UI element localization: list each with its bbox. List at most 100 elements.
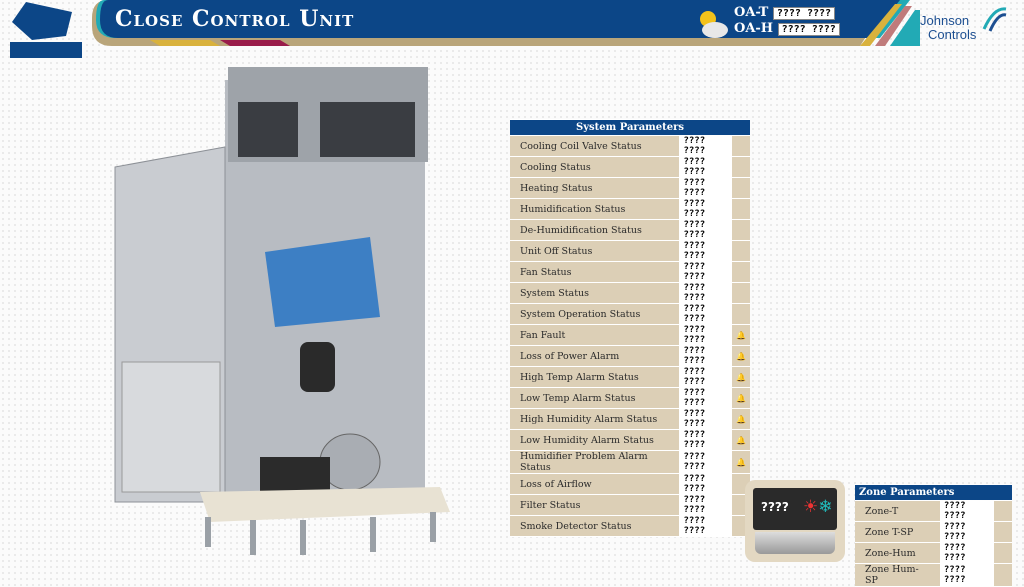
- param-value: ???? ????: [677, 220, 732, 240]
- table-row: Cooling Status???? ????: [510, 157, 750, 177]
- alarm-bell-icon: 🔔: [732, 346, 750, 366]
- oa-t-value: ???? ????: [772, 7, 836, 20]
- param-label: De-Humidification Status: [510, 220, 678, 240]
- table-row: High Temp Alarm Status???? ????🔔: [510, 367, 750, 387]
- table-row: Loss of Airflow???? ????: [510, 474, 750, 494]
- table-row: Low Temp Alarm Status???? ????🔔: [510, 388, 750, 408]
- alarm-bell-icon: 🔔: [732, 388, 750, 408]
- alarm-bell-icon: 🔔: [732, 451, 750, 473]
- table-row: Smoke Detector Status???? ????: [510, 516, 750, 536]
- param-value: ???? ????: [677, 346, 732, 366]
- alarm-cell: [732, 136, 750, 156]
- param-label: Fan Fault: [510, 325, 678, 345]
- param-value: ???? ????: [677, 262, 732, 282]
- param-label: Unit Off Status: [510, 241, 678, 261]
- alarm-cell: [994, 522, 1012, 542]
- param-label: Filter Status: [510, 495, 678, 515]
- table-row: High Humidity Alarm Status???? ????🔔: [510, 409, 750, 429]
- param-value: ???? ????: [677, 304, 732, 324]
- param-value: ???? ????: [937, 564, 994, 586]
- param-label: Cooling Coil Valve Status: [510, 136, 678, 156]
- oa-h-value: ???? ????: [777, 23, 840, 36]
- table-row: Humidification Status???? ????: [510, 199, 750, 219]
- param-value: ???? ????: [677, 367, 732, 387]
- alarm-cell: [732, 220, 750, 240]
- param-label: System Operation Status: [510, 304, 678, 324]
- alarm-cell: [732, 304, 750, 324]
- alarm-cell: [732, 157, 750, 177]
- weather-partly-cloudy-icon: [700, 11, 728, 38]
- param-value: ???? ????: [677, 157, 732, 177]
- alarm-cell: [732, 241, 750, 261]
- thermostat[interactable]: ???? ☀❄: [745, 480, 845, 562]
- table-row: De-Humidification Status???? ????: [510, 220, 750, 240]
- param-value: ???? ????: [677, 283, 732, 303]
- zone-parameters-title: Zone Parameters: [855, 485, 1012, 500]
- table-row: Fan Fault???? ????🔔: [510, 325, 750, 345]
- table-row: Low Humidity Alarm Status???? ????🔔: [510, 430, 750, 450]
- param-label: Zone T-SP: [855, 522, 938, 542]
- param-label: Zone-Hum: [855, 543, 938, 563]
- heat-cool-mode-icon: ☀❄: [803, 497, 833, 517]
- param-label: Humidifier Problem Alarm Status: [510, 451, 678, 473]
- table-row: Humidifier Problem Alarm Status???? ????…: [510, 451, 750, 473]
- param-label: Humidification Status: [510, 199, 678, 219]
- table-row: Unit Off Status???? ????: [510, 241, 750, 261]
- param-value: ???? ????: [677, 199, 732, 219]
- alarm-cell: [994, 543, 1012, 563]
- param-value: ???? ????: [677, 451, 732, 473]
- site-logo: [10, 2, 82, 58]
- thermostat-display: ????: [761, 500, 789, 514]
- param-value: ???? ????: [677, 474, 732, 494]
- table-row: Loss of Power Alarm???? ????🔔: [510, 346, 750, 366]
- table-row: System Status???? ????: [510, 283, 750, 303]
- param-label: Heating Status: [510, 178, 678, 198]
- param-label: Zone Hum-SP: [855, 564, 938, 586]
- alarm-bell-icon: 🔔: [732, 325, 750, 345]
- param-value: ???? ????: [937, 501, 994, 521]
- param-label: System Status: [510, 283, 678, 303]
- param-value: ???? ????: [677, 430, 732, 450]
- param-value: ???? ????: [677, 495, 732, 515]
- alarm-cell: [732, 262, 750, 282]
- param-label: Loss of Power Alarm: [510, 346, 678, 366]
- alarm-cell: [994, 564, 1012, 586]
- param-value: ???? ????: [937, 522, 994, 542]
- alarm-bell-icon: 🔔: [732, 367, 750, 387]
- alarm-cell: [732, 178, 750, 198]
- param-label: Smoke Detector Status: [510, 516, 678, 536]
- param-label: Low Temp Alarm Status: [510, 388, 678, 408]
- page-title: Close Control Unit: [115, 6, 355, 32]
- table-row: Filter Status???? ????: [510, 495, 750, 515]
- table-row: Zone-T???? ????: [855, 501, 1012, 521]
- table-row: Zone Hum-SP???? ????: [855, 564, 1012, 586]
- param-value: ???? ????: [677, 241, 732, 261]
- table-row: Heating Status???? ????: [510, 178, 750, 198]
- param-label: Cooling Status: [510, 157, 678, 177]
- table-row: Cooling Coil Valve Status???? ????: [510, 136, 750, 156]
- table-row: System Operation Status???? ????: [510, 304, 750, 324]
- param-label: Fan Status: [510, 262, 678, 282]
- table-row: Fan Status???? ????: [510, 262, 750, 282]
- table-row: Zone-Hum???? ????: [855, 543, 1012, 563]
- param-label: Zone-T: [855, 501, 938, 521]
- alarm-bell-icon: 🔔: [732, 430, 750, 450]
- brand-swirl-icon: [982, 7, 1007, 32]
- param-value: ???? ????: [677, 178, 732, 198]
- alarm-cell: [732, 283, 750, 303]
- param-value: ???? ????: [677, 136, 732, 156]
- close-control-unit-image: [114, 67, 450, 555]
- table-row: Zone T-SP???? ????: [855, 522, 1012, 542]
- param-label: High Temp Alarm Status: [510, 367, 678, 387]
- system-parameters-title: System Parameters: [510, 120, 750, 135]
- param-value: ???? ????: [677, 409, 732, 429]
- param-label: Low Humidity Alarm Status: [510, 430, 678, 450]
- param-value: ???? ????: [677, 325, 732, 345]
- alarm-cell: [732, 199, 750, 219]
- param-label: Loss of Airflow: [510, 474, 678, 494]
- alarm-bell-icon: 🔔: [732, 409, 750, 429]
- param-value: ???? ????: [677, 516, 732, 536]
